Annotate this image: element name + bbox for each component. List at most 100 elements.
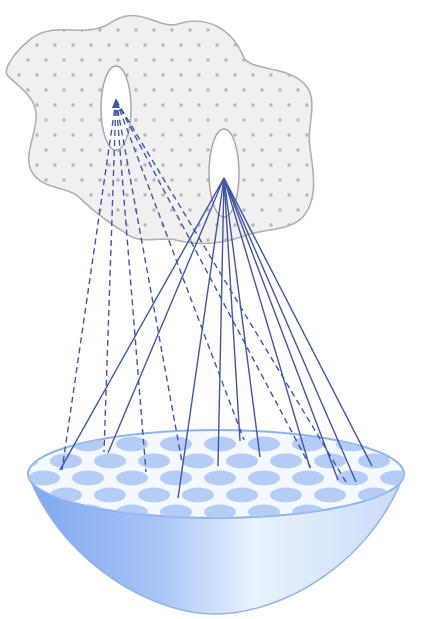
patch-dot [296,88,299,91]
patch-dot [305,133,308,136]
patch-dot [251,43,254,46]
patch-dot [89,223,92,226]
patch-dot [233,223,236,226]
patch-dot [26,58,29,61]
patch-dot [251,163,254,166]
patch-dot [224,58,227,61]
patch-dot [62,118,65,121]
patch-dot [269,193,272,196]
patch-dot [152,208,155,211]
patch-dot [44,88,47,91]
patch-dot [89,163,92,166]
patch-dot [260,208,263,211]
bowl-cell [138,454,170,469]
patch-dot [206,238,209,241]
patch-dot [17,163,20,166]
bowl-cell [270,454,302,469]
patch-dot [251,133,254,136]
patch-dot [170,28,173,31]
patch-dot [242,118,245,121]
bowl-cell [270,488,302,503]
patch-dot [251,103,254,106]
bowl-cell [6,454,38,469]
patch-dot [188,148,191,151]
patch-dot [197,133,200,136]
bowl-cell [94,488,126,503]
patch-dot [233,43,236,46]
patch-dot [53,223,56,226]
patch-dot [287,193,290,196]
patch-dot [98,28,101,31]
patch-dot [116,238,119,241]
bowl-cell [314,488,346,503]
patch-dot [251,223,254,226]
patch-dot [80,178,83,181]
patch-dot [197,73,200,76]
patch-dot [53,103,56,106]
patch-dot [35,193,38,196]
patch-dot [71,73,74,76]
patch-dot [134,58,137,61]
patch-dot [161,43,164,46]
patch-dot [269,133,272,136]
patch-dot [296,178,299,181]
patch-dot [44,118,47,121]
bowl-cell [138,488,170,503]
patch-dot [161,193,164,196]
patch-dot [44,58,47,61]
patch-dot [260,58,263,61]
patch-dot [152,58,155,61]
patch-dot [314,148,317,151]
patch-dot [296,148,299,151]
bowl-cell [380,437,412,452]
patch-dot [287,163,290,166]
patch-dot [62,58,65,61]
bowl-cell [160,471,192,486]
patch-dot [125,193,128,196]
patch-dot [215,73,218,76]
patch-dot [53,163,56,166]
patch-dot [62,88,65,91]
patch-dot [98,148,101,151]
patch-dot [314,208,317,211]
patch-dot [233,133,236,136]
patch-dot [287,103,290,106]
patch-dot [188,88,191,91]
patch-dot [98,58,101,61]
patch-dot [179,163,182,166]
patch-dot [17,43,20,46]
patch-dot [89,103,92,106]
patch-dot [17,223,20,226]
patch-dot [233,73,236,76]
patch-dot [296,118,299,121]
patch-dot [26,208,29,211]
patch-dot [152,28,155,31]
patch-dot [80,118,83,121]
patch-dot [269,73,272,76]
patch-dot [53,43,56,46]
patch-dot [17,103,20,106]
patch-dot [143,223,146,226]
patch-dot [314,178,317,181]
patch-dot [71,133,74,136]
patch-dot [116,178,119,181]
patch-dot [305,73,308,76]
patch-dot [314,118,317,121]
patch-dot [35,73,38,76]
patch-dot [53,73,56,76]
patch-dot [35,43,38,46]
patch-dot [179,43,182,46]
patch-dot [161,163,164,166]
patch-dot [80,238,83,241]
patch-dot [278,58,281,61]
patch-dot [62,238,65,241]
patch-outline [6,16,313,244]
patch-dot [197,163,200,166]
patch-dot [26,88,29,91]
patch-dot [296,208,299,211]
patch-dot [62,148,65,151]
patch-dot [170,58,173,61]
bowl-cell [6,488,38,503]
bowl-cell [204,437,236,452]
